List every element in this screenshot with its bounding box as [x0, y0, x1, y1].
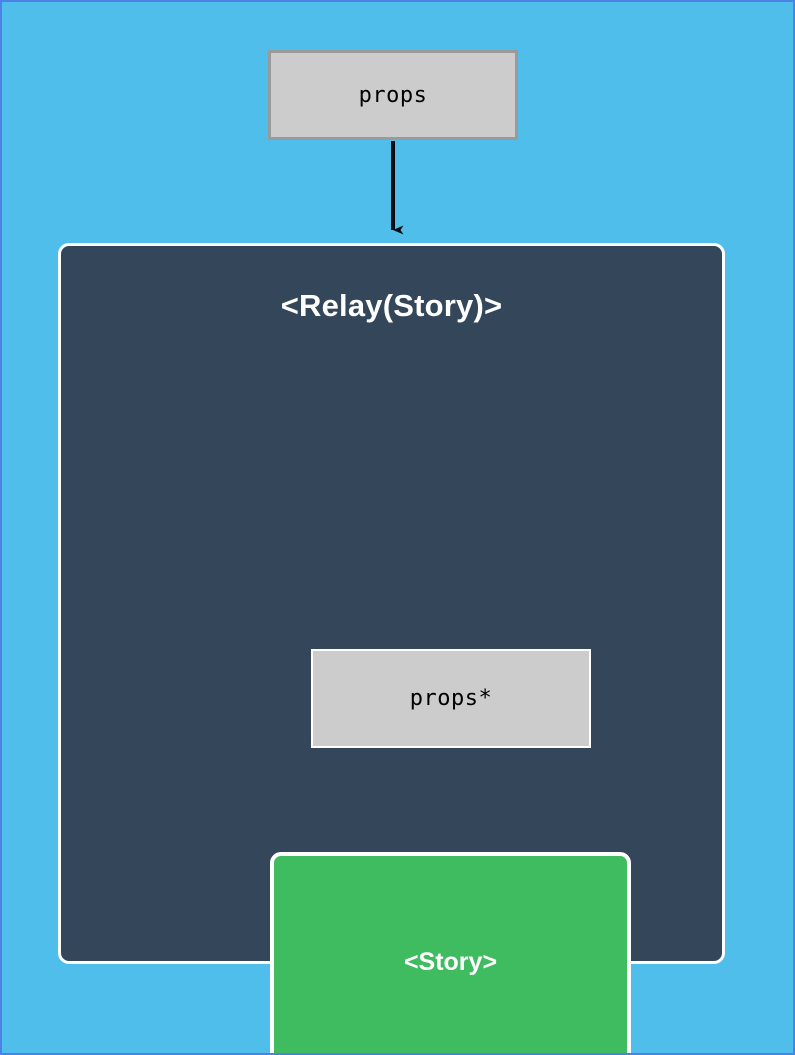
node-story[interactable]: <Story> [270, 852, 631, 1053]
node-story-label: <Story> [403, 948, 498, 976]
node-props-star[interactable]: props* [311, 649, 591, 748]
node-props[interactable]: props [268, 50, 518, 140]
node-props-star-label: props* [409, 686, 493, 711]
node-props-label: props [358, 82, 428, 108]
relay-story-title: <Relay(Story)> [280, 288, 503, 323]
node-relay-story-container[interactable]: <Relay(Story)> props* <Story> [58, 243, 725, 1053]
